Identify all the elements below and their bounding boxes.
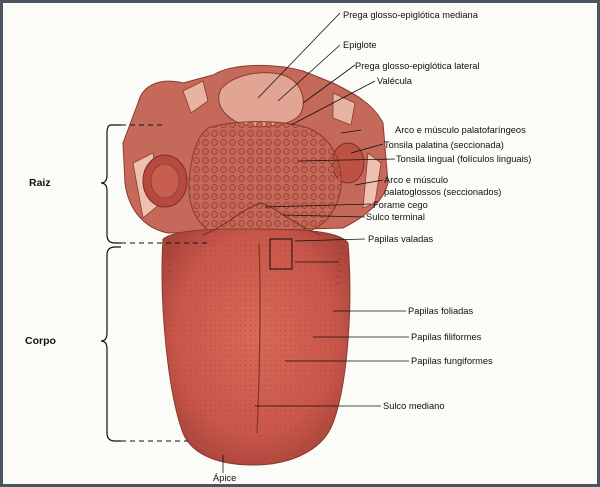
median-sulcus <box>256 242 261 434</box>
tongue-anatomy-diagram: Raiz Corpo Prega glosso-epiglótica media… <box>25 10 531 483</box>
label-prega-mediana: Prega glosso-epiglótica mediana <box>343 10 479 20</box>
label-epiglote: Epiglote <box>343 40 377 50</box>
label-arco-palatofaringeo: Arco e músculo palatofaríngeos <box>395 125 526 135</box>
label-papilas-filiformes: Papilas filiformes <box>411 332 482 342</box>
raiz-brace <box>100 124 208 244</box>
label-sulco-terminal: Sulco terminal <box>366 212 425 222</box>
leader-lines <box>222 12 409 473</box>
sulcus-terminalis <box>202 202 322 236</box>
region-label-raiz: Raiz <box>29 177 51 189</box>
foliate-papillae <box>168 252 342 284</box>
label-tonsila-lingual: Tonsila lingual (folículos linguais) <box>396 154 531 164</box>
label-papilas-fungiformes: Papilas fungiformes <box>411 356 493 366</box>
label-arco-palatoglosso-1: Arco e músculo <box>384 175 448 185</box>
label-arco-palatoglosso-2: palatoglossos (seccionados) <box>384 187 501 197</box>
label-papilas-valadas: Papilas valadas <box>368 234 433 244</box>
label-tonsila-palatina: Tonsila palatina (seccionada) <box>384 140 504 150</box>
label-apice: Ápice <box>213 473 236 483</box>
epiglottis <box>218 72 304 127</box>
vallate-papillae-box <box>269 238 293 270</box>
label-papilas-foliadas: Papilas foliadas <box>408 306 473 316</box>
label-prega-lateral: Prega glosso-epiglótica lateral <box>355 61 480 71</box>
label-valecula: Valécula <box>377 76 413 86</box>
lingual-tonsil <box>188 121 342 236</box>
corpo-brace <box>100 246 188 442</box>
label-sulco-mediano: Sulco mediano <box>383 401 445 411</box>
region-label-corpo: Corpo <box>25 335 56 347</box>
label-forame-cego: Forame cego <box>373 200 428 210</box>
